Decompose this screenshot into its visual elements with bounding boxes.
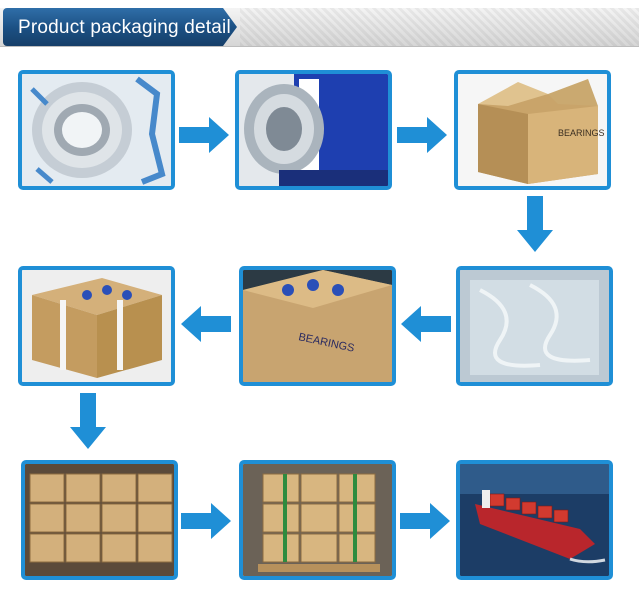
photo-palletized-cartons bbox=[239, 460, 396, 580]
photo-open-carton: BEARINGS bbox=[454, 70, 611, 190]
photo-bearing-in-box bbox=[235, 70, 392, 190]
photo-plastic-wrap-carton bbox=[456, 266, 613, 386]
arrow-right-icon bbox=[397, 117, 447, 153]
photo-container-ship bbox=[456, 460, 613, 580]
bearings-bag-illustration bbox=[22, 74, 171, 186]
palletized-cartons-illustration bbox=[243, 464, 392, 576]
stacked-cartons-illustration bbox=[25, 464, 174, 576]
banner-title-tab bbox=[3, 8, 237, 46]
photo-strapped-carton bbox=[18, 266, 175, 386]
carton-label: BEARINGS bbox=[558, 128, 605, 138]
container-ship-illustration bbox=[460, 464, 609, 576]
arrow-right-icon bbox=[179, 117, 229, 153]
plastic-wrap-illustration bbox=[460, 270, 609, 382]
arrow-right-icon bbox=[181, 503, 231, 539]
strapped-carton-illustration bbox=[22, 270, 171, 382]
banner-texture bbox=[240, 8, 639, 46]
page-title: Product packaging detail bbox=[18, 17, 231, 38]
arrow-right-icon bbox=[400, 503, 450, 539]
arrow-down-icon bbox=[70, 393, 106, 449]
arrow-left-icon bbox=[401, 306, 451, 342]
bearing-box-illustration bbox=[239, 74, 388, 186]
photo-sealed-carton: BEARINGS bbox=[239, 266, 396, 386]
open-carton-illustration: BEARINGS bbox=[458, 74, 607, 186]
arrow-down-icon bbox=[517, 196, 553, 252]
arrow-left-icon bbox=[181, 306, 231, 342]
photo-stacked-cartons bbox=[21, 460, 178, 580]
sealed-carton-illustration: BEARINGS bbox=[243, 270, 392, 382]
photo-bearings-in-bags bbox=[18, 70, 175, 190]
header-banner: Product packaging detail bbox=[0, 8, 639, 47]
